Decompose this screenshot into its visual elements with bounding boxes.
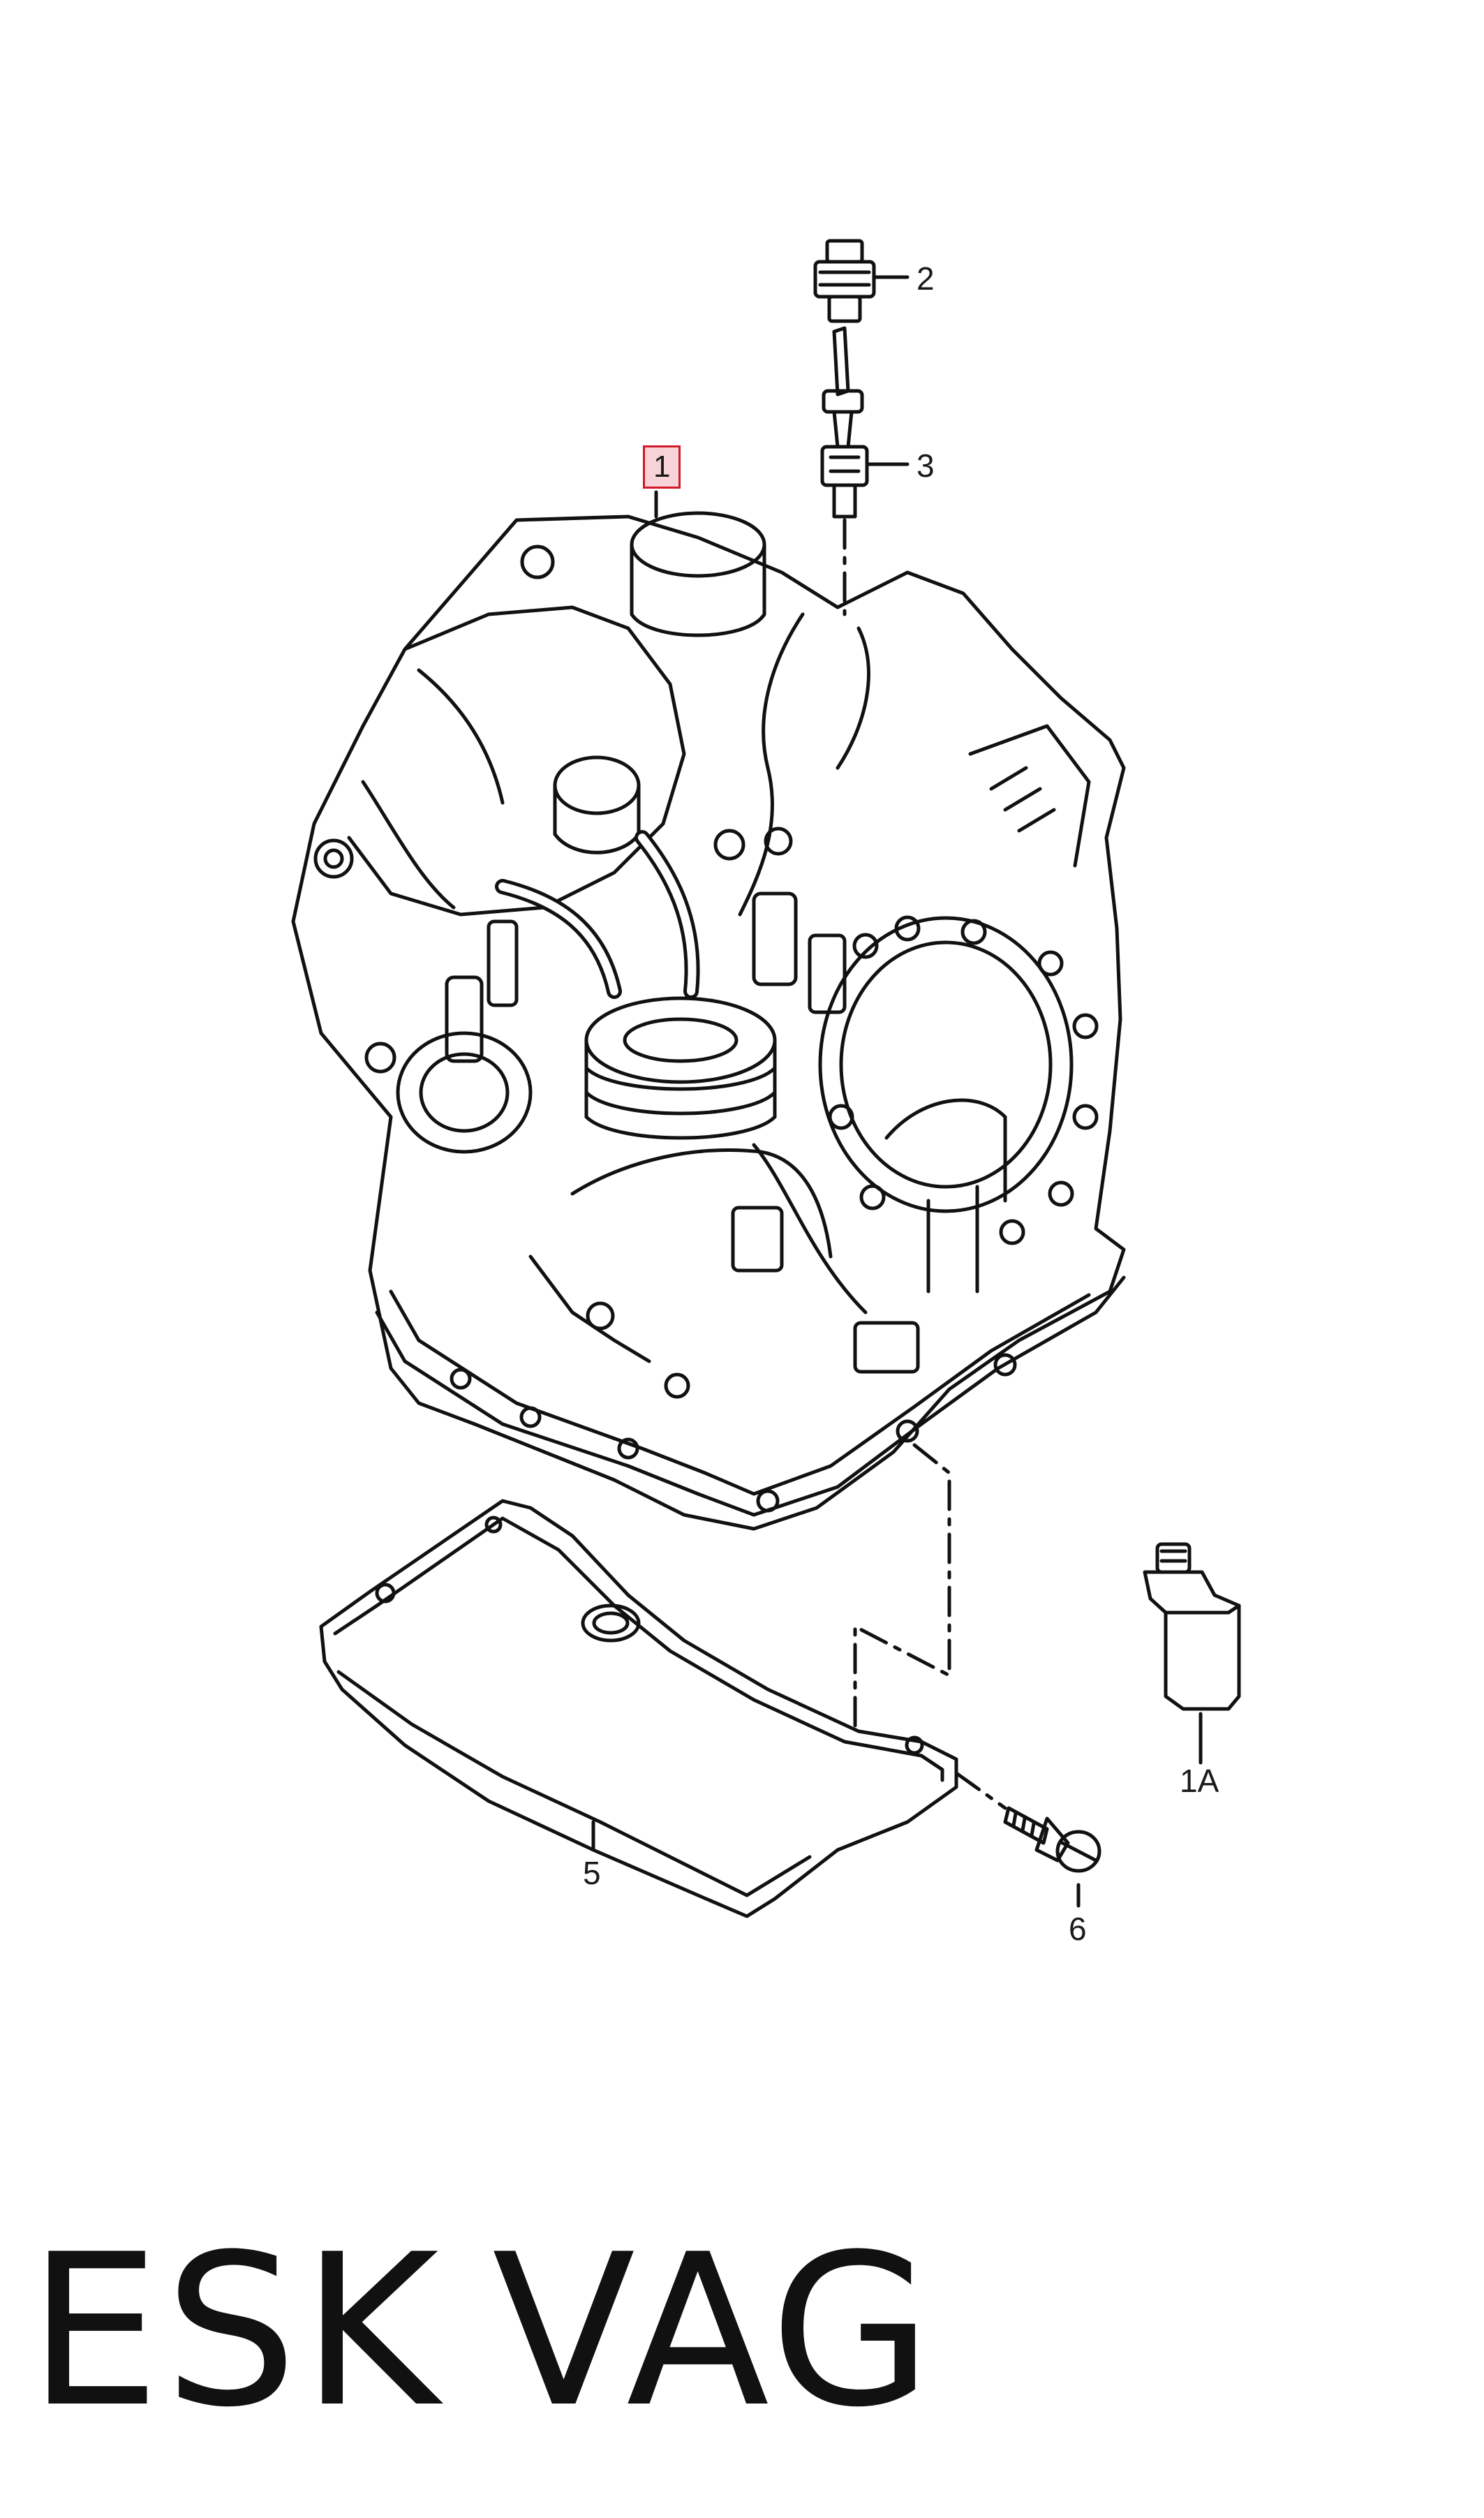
fluid-bottle bbox=[1143, 1542, 1241, 1711]
footer-left-text: ESK bbox=[28, 2209, 443, 2453]
sensor-plug bbox=[813, 239, 910, 323]
callout-part-2[interactable]: 2 bbox=[917, 260, 935, 297]
footer-right-text: VAG bbox=[492, 2209, 937, 2453]
callout-part-3[interactable]: 3 bbox=[917, 447, 935, 484]
callout-part-5[interactable]: 5 bbox=[583, 1855, 601, 1891]
assembly-lines bbox=[853, 1443, 1007, 1810]
callout-part-1[interactable]: 1 bbox=[643, 445, 681, 489]
callout-part-1a[interactable]: 1A bbox=[1180, 1763, 1219, 1799]
speed-sender bbox=[820, 326, 910, 616]
oil-pan-guard bbox=[319, 1499, 958, 1918]
bolt bbox=[1003, 1806, 1101, 1873]
transmission-housing bbox=[291, 511, 1126, 1531]
callout-part-6[interactable]: 6 bbox=[1069, 1911, 1087, 1947]
